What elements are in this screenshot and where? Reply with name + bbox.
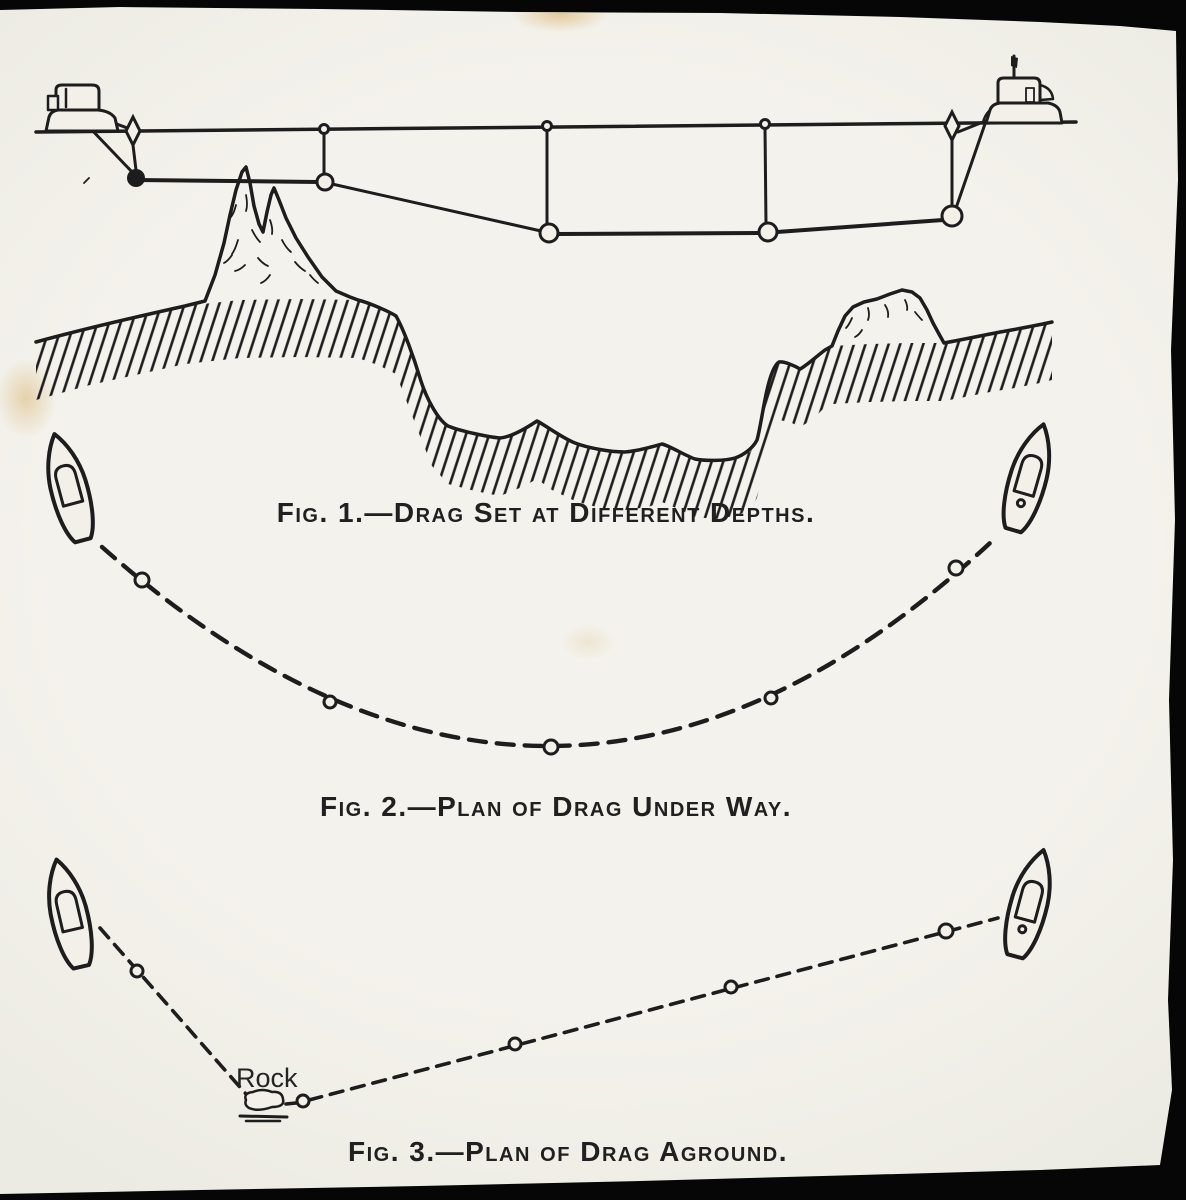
left-surface-float <box>124 113 142 149</box>
fig2-buoy <box>763 690 779 706</box>
fig1-caption: Fig. 1.—Drag Set at Different Depths. <box>276 497 816 528</box>
fig2-buoy <box>133 571 151 589</box>
drag-weight-left <box>127 169 145 187</box>
wire-node <box>315 172 335 192</box>
fig2-plan <box>34 417 1063 756</box>
fig1-elevation <box>34 54 1078 519</box>
surface-buoy <box>318 123 330 135</box>
fig1-left-boat <box>44 83 120 184</box>
wire-node <box>757 221 779 243</box>
rock-label: Rock <box>236 1063 298 1093</box>
rock-symbol <box>238 1088 289 1123</box>
fig2-left-boat <box>34 427 103 547</box>
fig3-caption: Fig. 3.—Plan of Drag Aground. <box>347 1136 789 1167</box>
fig3-drag-line-left <box>98 926 248 1096</box>
fig3-buoy <box>723 979 739 995</box>
fig3-buoy <box>937 922 955 940</box>
fig2-buoy <box>947 559 965 577</box>
seafloor-contour <box>34 165 1054 463</box>
fig3-left-boat <box>36 853 101 973</box>
fig1-right-boat <box>981 54 1064 125</box>
fig3-buoy <box>295 1093 311 1109</box>
fig2-drag-line <box>99 540 993 749</box>
fig3-right-boat <box>995 843 1064 963</box>
right-surface-float <box>943 108 961 144</box>
drag-weight-right <box>940 204 964 228</box>
fig3-plan <box>36 843 1064 1123</box>
surface-buoy <box>759 118 771 130</box>
fig2-right-boat <box>993 417 1063 538</box>
fig3-drag-line-short <box>284 1101 298 1106</box>
pinnacle-texture <box>223 194 319 284</box>
seafloor-hatching <box>36 299 1052 519</box>
fig2-caption: Fig. 2.—Plan of Drag Under Way. <box>319 791 793 822</box>
drag-wire <box>86 114 990 236</box>
fig3-buoy <box>507 1036 523 1052</box>
fig2-buoy <box>542 738 560 756</box>
fig3-buoy <box>129 963 145 979</box>
waterline <box>34 120 1078 134</box>
surface-buoy <box>541 120 553 132</box>
fig2-buoy <box>322 694 338 710</box>
hill-texture <box>845 299 923 338</box>
wire-node <box>538 222 560 244</box>
fig3-drag-line-right <box>307 916 1000 1102</box>
